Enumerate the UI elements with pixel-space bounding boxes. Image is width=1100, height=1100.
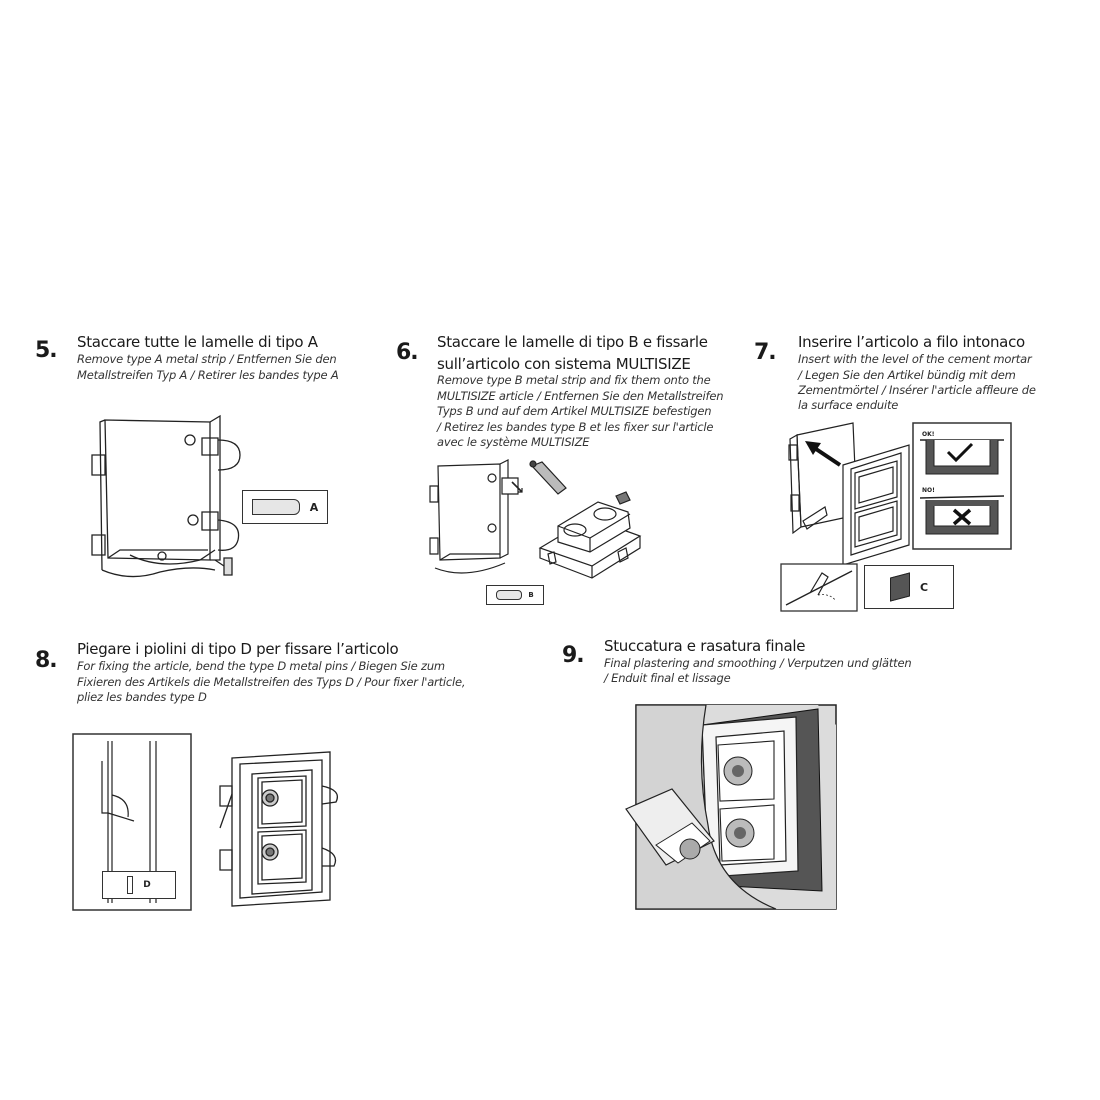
step-subtitle-line: / Retirez les bandes type B et les fixer… xyxy=(437,420,714,434)
strip-a-icon xyxy=(251,499,300,515)
step-title: Inserire l’articolo a filo intonaco xyxy=(798,333,1025,351)
step-number: 8. xyxy=(35,648,58,673)
step-title: Staccare tutte le lamelle di tipo A xyxy=(77,333,318,351)
strip-c-icon xyxy=(889,572,910,602)
insert-article-illustration xyxy=(788,422,910,566)
ok-label: OK! xyxy=(922,431,935,438)
step-number: 5. xyxy=(35,338,58,363)
step-number: 6. xyxy=(396,340,419,365)
step-subtitle-line: Remove type A metal strip / Entfernen Si… xyxy=(77,352,337,366)
check-icon xyxy=(946,442,974,463)
strip-d-tag: D xyxy=(102,871,176,899)
strip-b-icon xyxy=(496,590,523,600)
bent-pins-illustration xyxy=(219,751,339,907)
step-subtitle-line: Remove type B metal strip and fix them o… xyxy=(437,373,711,387)
step-number: 9. xyxy=(562,643,585,668)
tag-letter: B xyxy=(528,591,534,599)
step-subtitle-line: Final plastering and smoothing / Verputz… xyxy=(604,656,912,670)
step-subtitle-line: Fixieren des Artikels die Metallstreifen… xyxy=(77,675,466,689)
step-title: Stuccatura e rasatura finale xyxy=(604,637,806,655)
step-title-line: Staccare le lamelle di tipo B e fissarle xyxy=(437,333,708,351)
plastering-illustration xyxy=(625,704,837,910)
tag-letter: A xyxy=(309,500,319,514)
step-subtitle-line: pliez les bandes type D xyxy=(77,690,207,704)
step-subtitle-line: Typs B und auf dem Artikel MULTISIZE bef… xyxy=(437,404,712,418)
strip-d-icon xyxy=(127,876,134,894)
cross-icon xyxy=(952,508,972,526)
multisize-illustration xyxy=(429,459,642,579)
strip-a-tag: A xyxy=(242,490,328,524)
step-title: Piegare i piolini di tipo D per fissare … xyxy=(77,640,399,658)
strip-c-tag: C xyxy=(864,565,954,609)
step-subtitle-line: Zementmörtel / Insérer l'article affleur… xyxy=(798,383,1036,397)
tag-letter: D xyxy=(143,880,151,890)
step-subtitle-line: MULTISIZE article / Entfernen Sie den Me… xyxy=(437,389,724,403)
bend-pin-detail xyxy=(780,563,858,612)
step-subtitle-line: Insert with the level of the cement mort… xyxy=(798,352,1032,366)
no-label: NO! xyxy=(922,487,935,494)
step-number: 7. xyxy=(754,340,777,365)
box-strip-a-illustration xyxy=(91,414,241,578)
step-subtitle-line: avec le système MULTISIZE xyxy=(437,435,590,449)
step-subtitle-line: For fixing the article, bend the type D … xyxy=(77,659,445,673)
tag-letter: C xyxy=(919,580,929,594)
step-title-line: sull’articolo con sistema MULTISIZE xyxy=(437,355,691,373)
strip-b-tag: B xyxy=(486,585,544,605)
step-subtitle-line: la surface enduite xyxy=(798,398,899,412)
ok-no-detail: OK! NO! xyxy=(912,422,1012,550)
step-subtitle-line: / Enduit final et lissage xyxy=(604,671,731,685)
step-subtitle-line: / Legen Sie den Artikel bündig mit dem xyxy=(798,368,1016,382)
step-subtitle-line: Metallstreifen Typ A / Retirer les bande… xyxy=(77,368,339,382)
